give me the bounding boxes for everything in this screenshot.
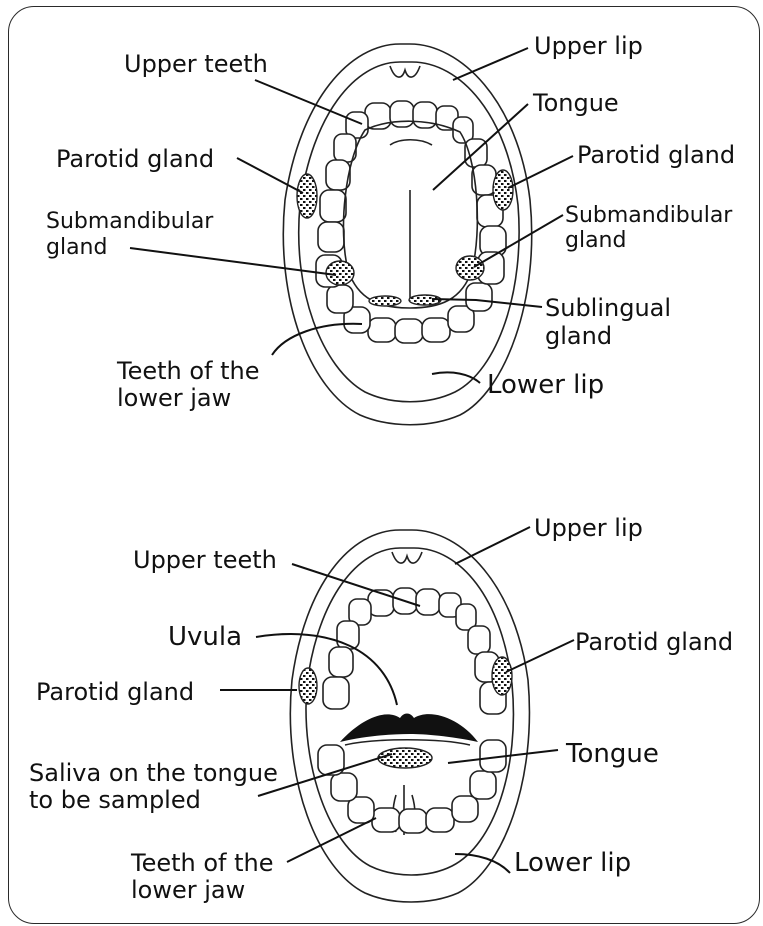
parotid-gland-right-shape-bottom	[492, 657, 512, 695]
label-submandibular-left-line2: gland	[46, 235, 107, 260]
submandibular-gland-left-shape	[326, 261, 354, 285]
bottom-mouth-drawing	[290, 530, 529, 902]
label-saliva-line2: to be sampled	[29, 786, 201, 814]
label-parotid-gland-right-top: Parotid gland	[577, 141, 735, 169]
label-upper-lip-bottom: Upper lip	[534, 514, 643, 542]
label-sublingual-line2: gland	[545, 322, 612, 350]
uvula-throat-shape	[340, 714, 478, 743]
label-tongue-bottom: Tongue	[565, 739, 659, 769]
label-submandibular-right-line2: gland	[565, 228, 626, 253]
top-mouth-drawing	[283, 44, 531, 425]
submandibular-gland-right-shape	[456, 256, 484, 280]
label-parotid-gland-left-bottom: Parotid gland	[36, 678, 194, 706]
parotid-gland-left-shape-bottom	[299, 668, 317, 704]
label-upper-teeth-top: Upper teeth	[124, 50, 268, 78]
upper-teeth-arch-bottom	[323, 588, 506, 714]
philtrum-bottom	[392, 552, 422, 563]
saliva-sample-shape	[378, 748, 432, 768]
label-submandibular-right-line1: Submandibular	[565, 203, 733, 228]
parotid-gland-left-shape	[297, 174, 317, 218]
parotid-gland-right-shape	[493, 170, 513, 210]
label-upper-lip-top: Upper lip	[534, 32, 643, 60]
label-submandibular-left-line1: Submandibular	[46, 209, 214, 234]
label-lower-lip-bottom: Lower lip	[514, 848, 631, 878]
sublingual-gland-left-shape	[369, 296, 401, 306]
tongue-upper-edge	[345, 740, 470, 745]
label-uvula: Uvula	[168, 622, 242, 652]
label-parotid-gland-left-top: Parotid gland	[56, 145, 214, 173]
label-lower-teeth-bottom-line2: lower jaw	[131, 876, 245, 904]
label-upper-teeth-bottom: Upper teeth	[133, 546, 277, 574]
label-lower-teeth-bottom-line1: Teeth of the	[130, 849, 274, 877]
label-lower-teeth-top-line2: lower jaw	[117, 384, 231, 412]
label-lower-teeth-top-line1: Teeth of the	[116, 357, 260, 385]
tongue-tip-curve	[390, 140, 432, 145]
label-parotid-gland-right-bottom: Parotid gland	[575, 628, 733, 656]
label-sublingual-line1: Sublingual	[545, 294, 671, 322]
label-saliva-line1: Saliva on the tongue	[29, 759, 278, 787]
label-tongue-top: Tongue	[532, 89, 619, 117]
philtrum	[390, 66, 420, 77]
label-lower-lip-top: Lower lip	[487, 370, 604, 400]
